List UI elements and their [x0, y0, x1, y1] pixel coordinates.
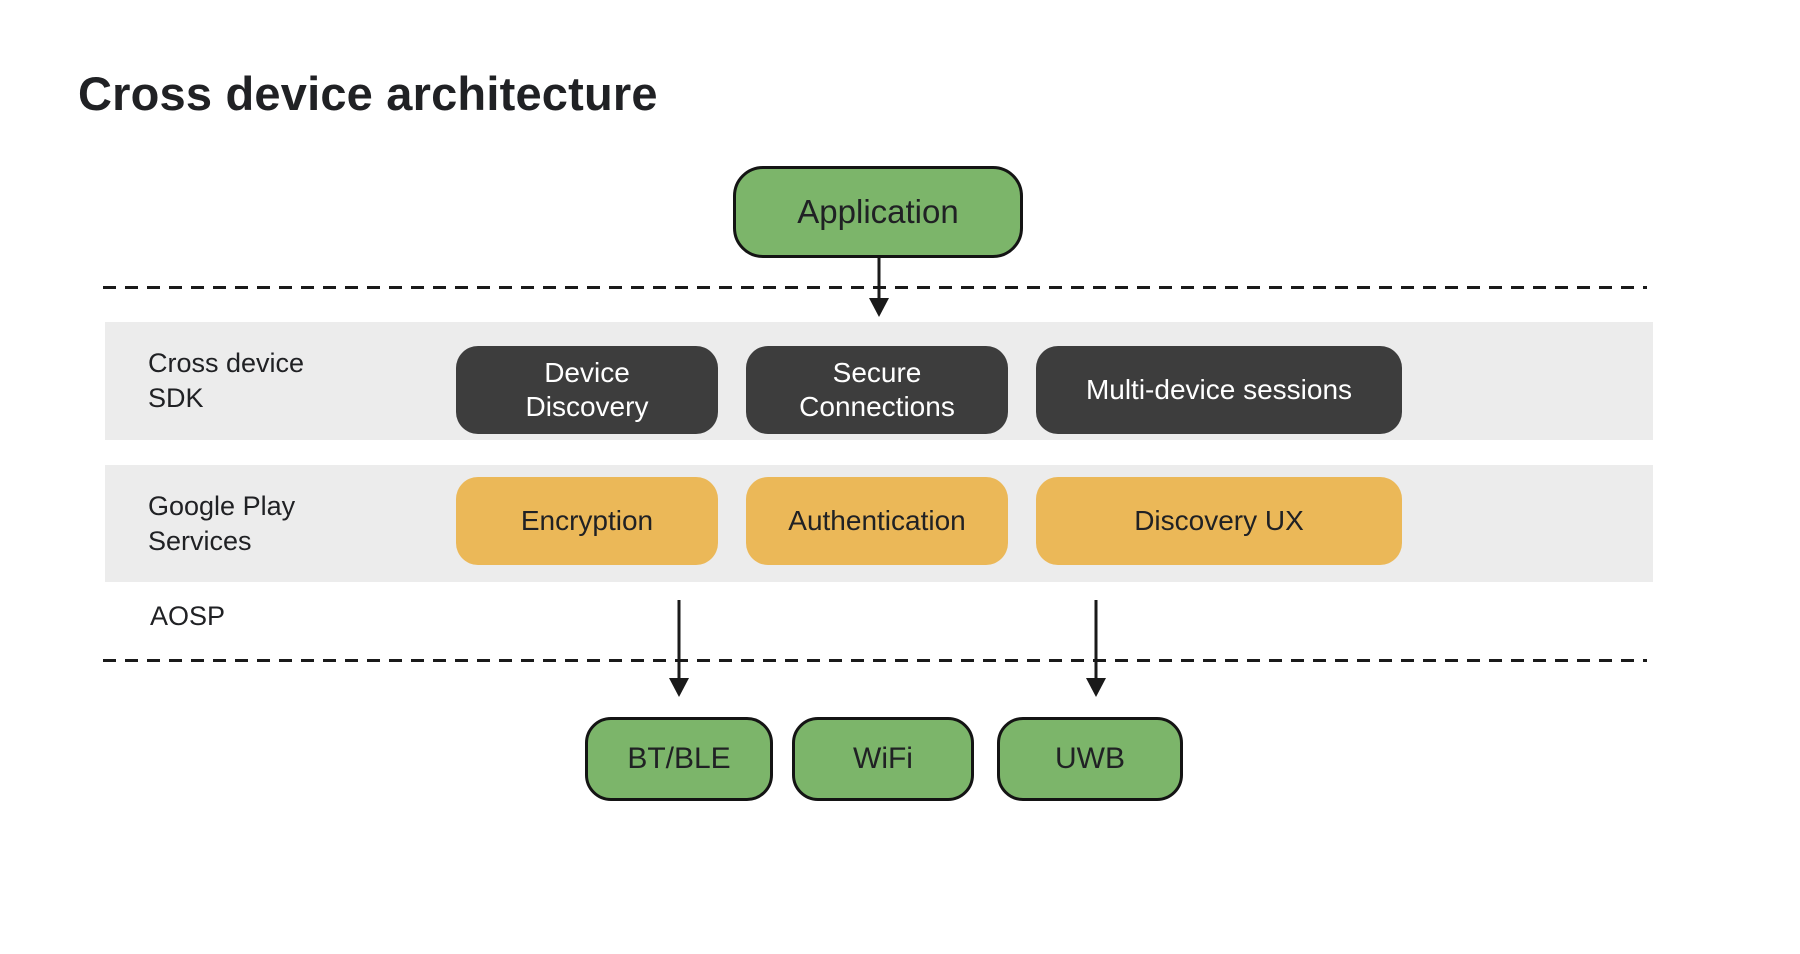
sdk-box-device-discovery: Device Discovery [456, 346, 718, 434]
gps-box-authentication: Authentication [746, 477, 1008, 565]
transport-box-uwb: UWB [997, 717, 1183, 801]
boundary-dashed-line-bottom [103, 659, 1647, 662]
layer-band-google-play-services: Google Play Services Encryption Authenti… [105, 465, 1653, 582]
layer-label-cross-device-sdk: Cross device SDK [148, 348, 305, 413]
layer-band-cross-device-sdk: Cross device SDK Device Discovery Secure… [105, 322, 1653, 440]
arrow-application-to-sdk [868, 258, 890, 317]
transport-box-btble: BT/BLE [585, 717, 773, 801]
arrow-stem [877, 258, 881, 301]
arrowhead-down-icon [1086, 678, 1106, 697]
page-title: Cross device architecture [78, 67, 658, 120]
gps-box-discovery-ux: Discovery UX [1036, 477, 1402, 565]
layer-label-google-play-services: Google Play Services [148, 490, 296, 556]
arrow-to-uwb [1085, 600, 1107, 697]
arrowhead-down-icon [869, 298, 889, 317]
transport-box-wifi: WiFi [792, 717, 974, 801]
application-label: Application [797, 193, 959, 230]
sdk-box-multi-device-sessions: Multi-device sessions [1036, 346, 1402, 434]
arrow-stem [1094, 600, 1098, 681]
gps-box-encryption: Encryption [456, 477, 718, 565]
arrowhead-down-icon [669, 678, 689, 697]
arrow-stem [677, 600, 681, 681]
application-box: Application [733, 166, 1023, 258]
sdk-box-secure-connections: Secure Connections [746, 346, 1008, 434]
boundary-dashed-line-top [103, 286, 1647, 289]
arrow-to-btble [668, 600, 690, 697]
aosp-label: AOSP [150, 601, 226, 631]
